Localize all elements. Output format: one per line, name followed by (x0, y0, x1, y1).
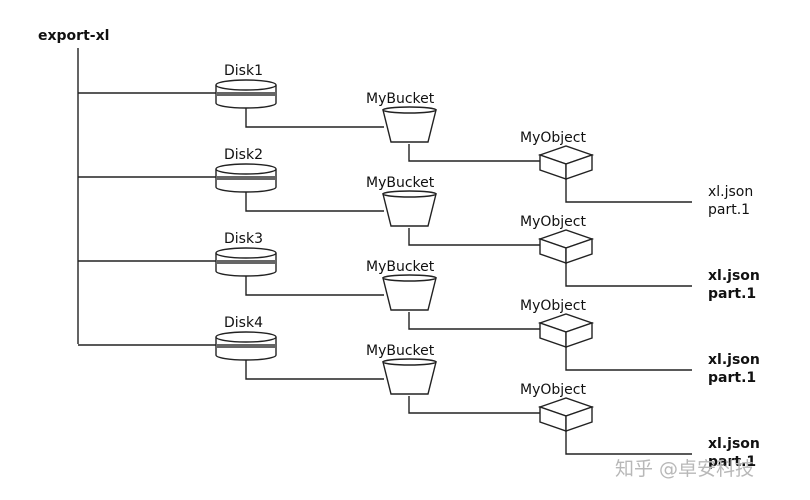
bucket-icon (382, 358, 437, 395)
disk-label: Disk2 (224, 147, 263, 163)
disk-icon (215, 331, 277, 361)
disk-label: Disk1 (224, 63, 263, 79)
object-cube-icon (537, 229, 595, 264)
disk-to-bucket-line (245, 276, 384, 296)
watermark-text: 知乎 @卓安科技 (615, 458, 754, 480)
disk-to-bucket-line (245, 360, 384, 380)
bucket-to-object-line (408, 144, 540, 162)
bucket-label: MyBucket (366, 91, 435, 107)
file-label: xl.json (708, 436, 760, 452)
bucket-label: MyBucket (366, 343, 435, 359)
disk-to-bucket-line (245, 192, 384, 212)
branches-group: Disk1MyBucketMyObjectxl.jsonpart.1Disk2M… (78, 63, 760, 470)
object-cube-icon (537, 397, 595, 432)
disk-icon (215, 79, 277, 109)
disk-icon (215, 163, 277, 193)
disk-to-bucket-line (245, 108, 384, 128)
object-label: MyObject (520, 382, 586, 398)
bucket-icon (382, 190, 437, 227)
bucket-label: MyBucket (366, 175, 435, 191)
object-cube-icon (537, 145, 595, 180)
object-label: MyObject (520, 298, 586, 314)
file-label: xl.json (708, 352, 760, 368)
disk-label: Disk4 (224, 315, 263, 331)
file-label: xl.json (708, 184, 753, 200)
object-to-files-line (565, 431, 692, 455)
object-cube-icon (537, 313, 595, 348)
file-label: part.1 (708, 202, 750, 218)
file-label: part.1 (708, 370, 756, 386)
bucket-to-object-line (408, 228, 540, 246)
root-label: export-xl (38, 28, 109, 44)
bucket-to-object-line (408, 312, 540, 330)
disk-label: Disk3 (224, 231, 263, 247)
bucket-label: MyBucket (366, 259, 435, 275)
object-to-files-line (565, 179, 692, 203)
bucket-icon (382, 106, 437, 143)
disk-icon (215, 247, 277, 277)
file-label: part.1 (708, 454, 756, 470)
object-label: MyObject (520, 214, 586, 230)
object-to-files-line (565, 263, 692, 287)
file-label: part.1 (708, 286, 756, 302)
object-to-files-line (565, 347, 692, 371)
file-label: xl.json (708, 268, 760, 284)
bucket-icon (382, 274, 437, 311)
bucket-to-object-line (408, 396, 540, 414)
object-label: MyObject (520, 130, 586, 146)
